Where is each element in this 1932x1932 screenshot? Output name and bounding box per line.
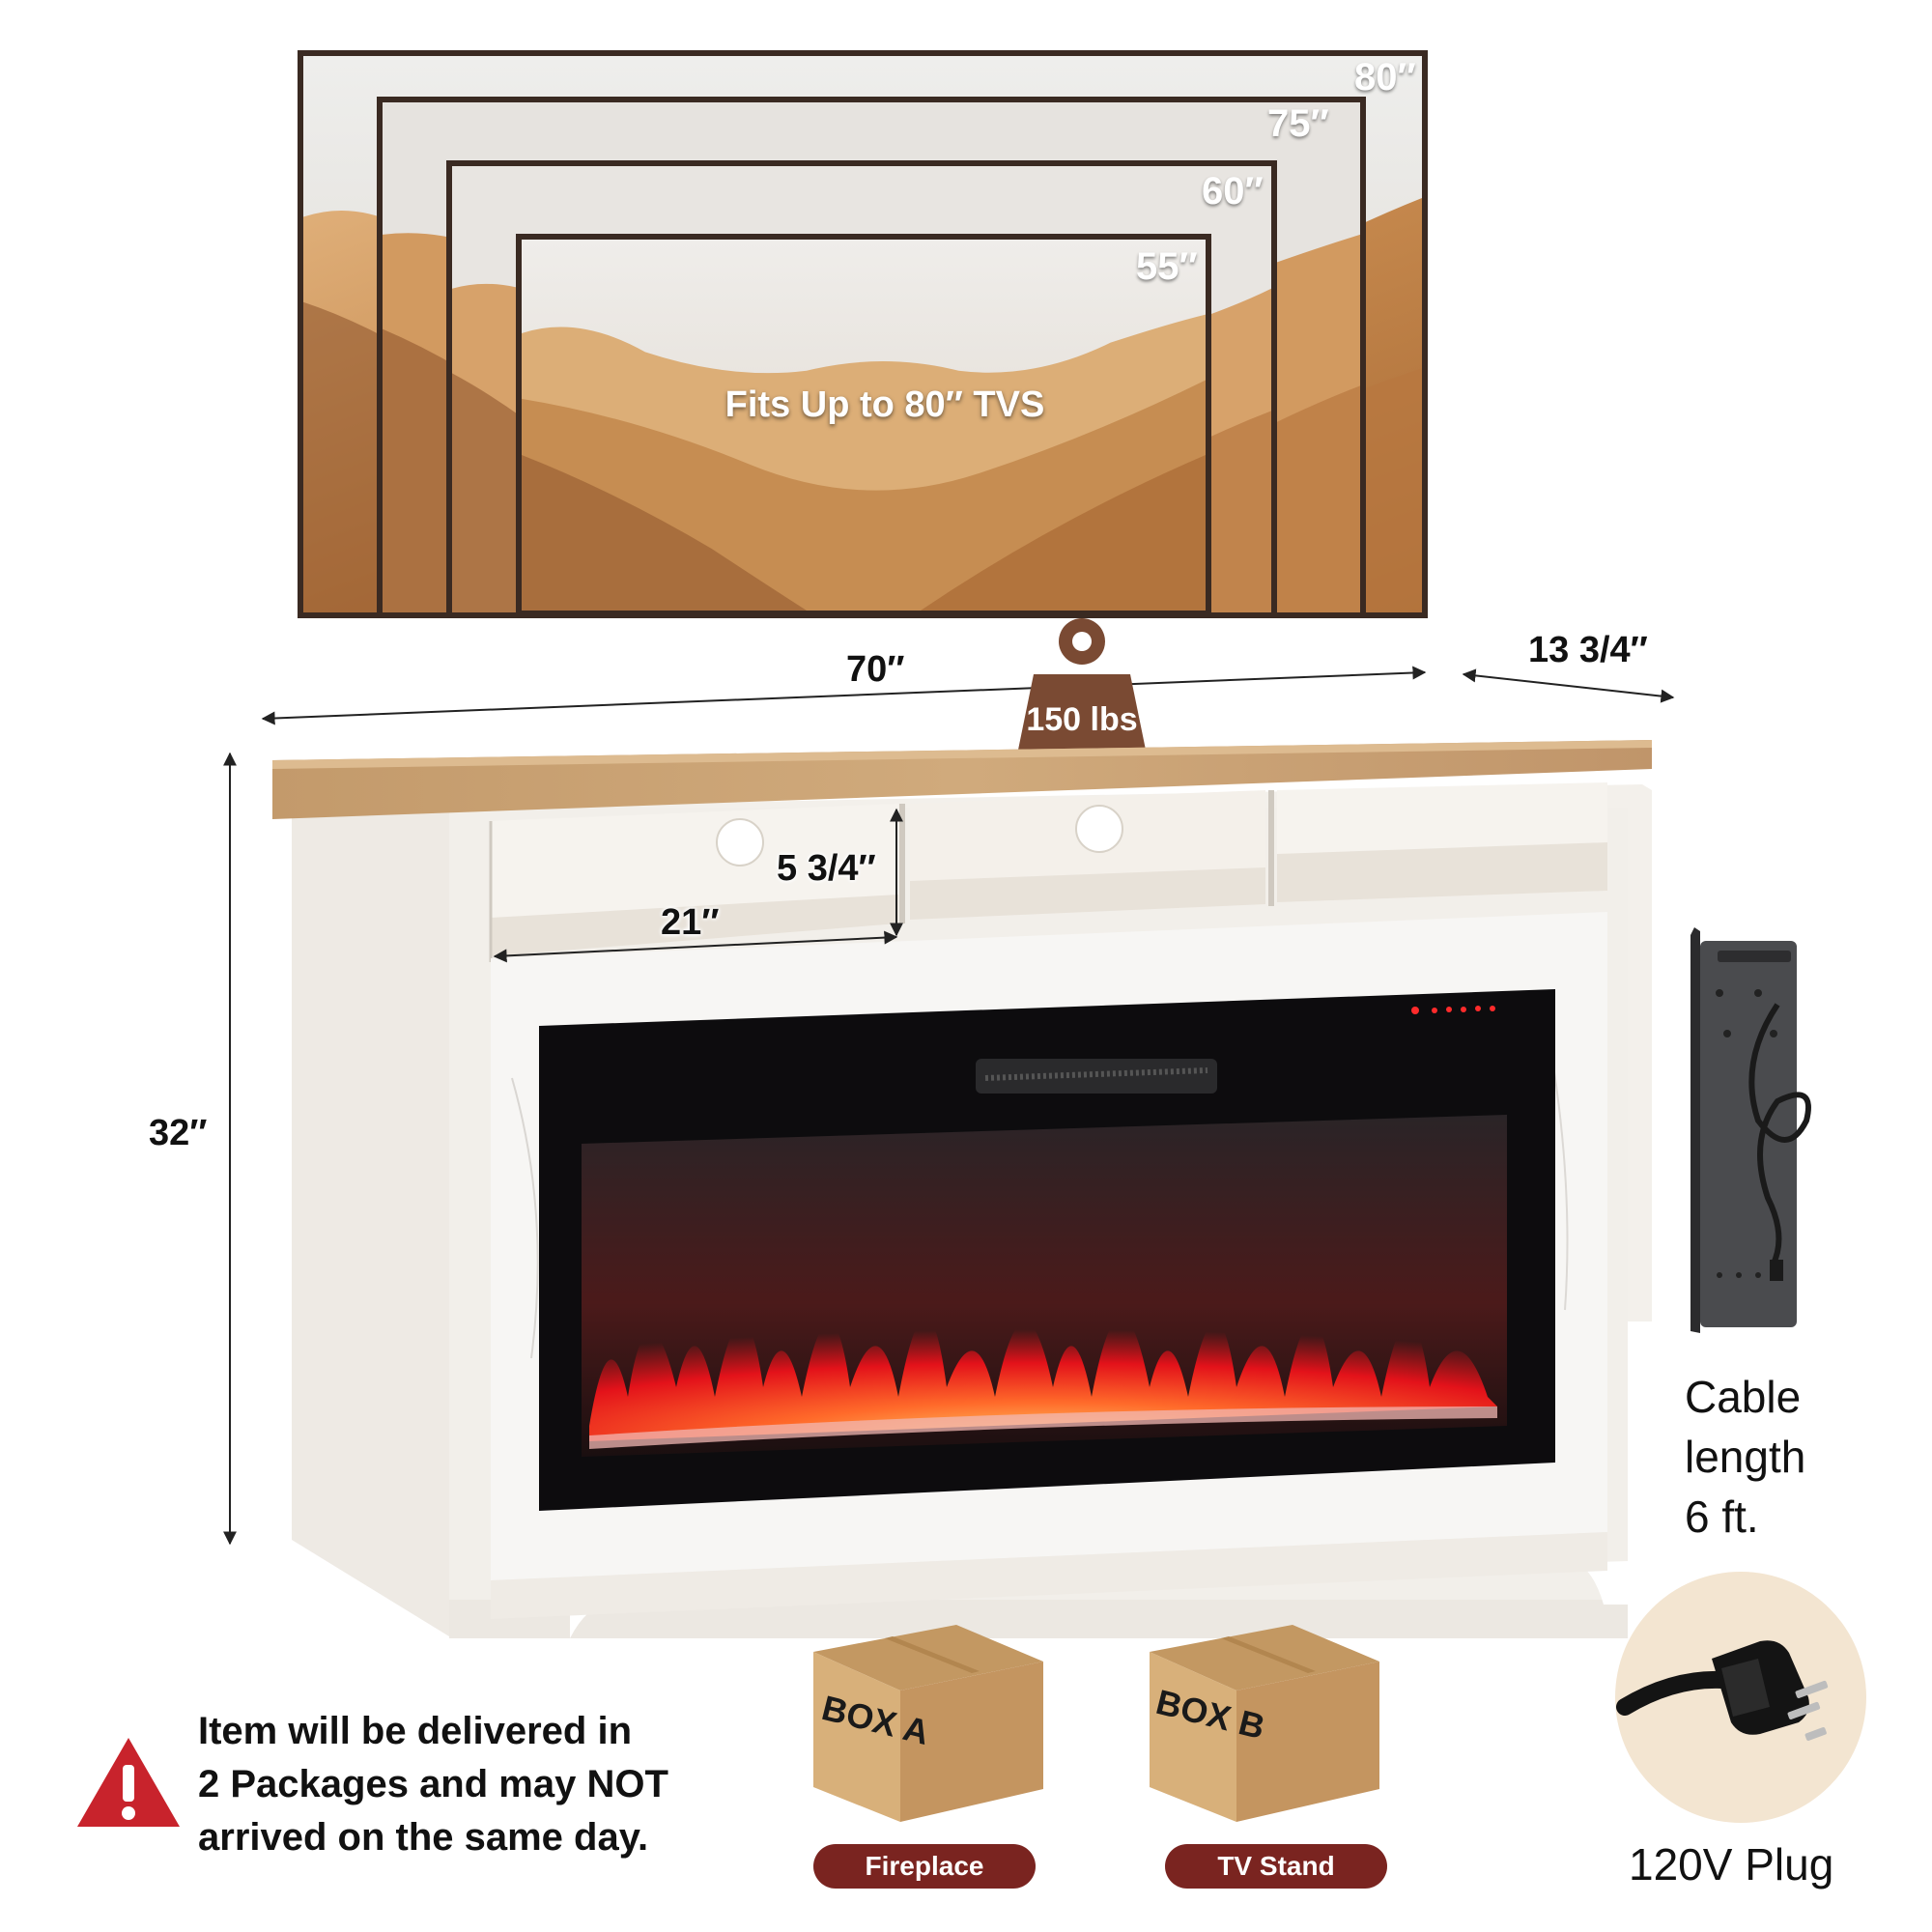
tv-55: [516, 234, 1211, 616]
warning-line-2: 2 Packages and may NOT: [198, 1763, 668, 1805]
box-a-illustration: [813, 1625, 1043, 1822]
box-a-tag: Fireplace: [813, 1844, 1036, 1889]
box-b-tag: TV Stand: [1165, 1844, 1387, 1889]
warning-icon: [77, 1738, 180, 1827]
cable-line-1: Cable: [1685, 1372, 1802, 1422]
tv-size-60-label: 60″: [1202, 170, 1264, 213]
plug-icon: [1616, 1640, 1829, 1741]
height-label: 32″: [149, 1113, 208, 1153]
cable-line-2: length: [1685, 1432, 1806, 1482]
cable-line-3: 6 ft.: [1685, 1492, 1759, 1542]
tv-size-75-label: 75″: [1267, 102, 1329, 145]
tv-size-55-label: 55″: [1136, 245, 1198, 288]
fireplace-insert-side: [1690, 927, 1811, 1333]
shelf-height-label: 5 3/4″: [777, 848, 876, 889]
warning-line-1: Item will be delivered in: [198, 1710, 633, 1752]
width-label: 70″: [846, 649, 905, 690]
depth-label: 13 3/4″: [1528, 630, 1648, 670]
depth-arrow: [1462, 668, 1675, 703]
warning-line-3: arrived on the same day.: [198, 1816, 649, 1859]
cable-length-text: Cable length 6 ft.: [1685, 1367, 1805, 1547]
plug-label: 120V Plug: [1629, 1839, 1834, 1889]
tv-size-80-label: 80″: [1354, 56, 1416, 99]
width-arrow: [261, 666, 1427, 725]
box-b-illustration: [1150, 1625, 1379, 1822]
weight-icon: [1016, 618, 1148, 759]
weight-label: 150 lbs: [1026, 701, 1138, 738]
fits-up-to-label: Fits Up to 80″ TVS: [724, 384, 1045, 425]
delivery-warning-text: Item will be delivered in 2 Packages and…: [198, 1705, 668, 1864]
